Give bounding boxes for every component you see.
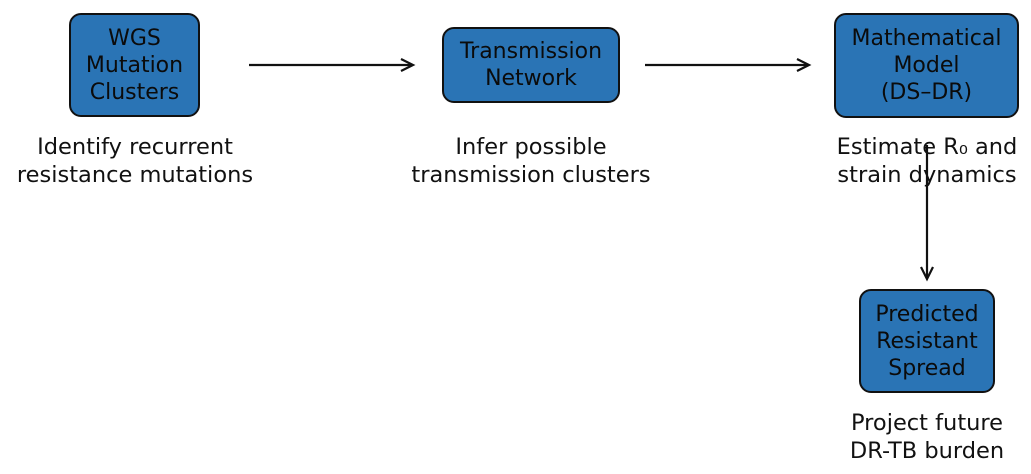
arrow-model-to-spread <box>920 145 934 282</box>
spread-caption: Project future DR-TB burden <box>849 410 1005 464</box>
model-box-label: Mathematical Model (DS–DR) <box>851 26 1002 105</box>
model-caption: Estimate R₀ and strain dynamics <box>836 134 1018 188</box>
wgs-caption: Identify recurrent resistance mutations <box>16 134 254 188</box>
transmission-network-box: Transmission Network <box>442 27 620 103</box>
predicted-resistant-spread-box: Predicted Resistant Spread <box>859 289 995 393</box>
wgs-mutation-clusters-box: WGS Mutation Clusters <box>69 13 200 117</box>
network-caption: Infer possible transmission clusters <box>411 134 651 188</box>
network-box-label: Transmission Network <box>459 39 603 91</box>
wgs-box-label: WGS Mutation Clusters <box>85 25 184 105</box>
arrow-wgs-to-network <box>249 58 416 72</box>
arrow-network-to-model <box>645 58 812 72</box>
mathematical-model-box: Mathematical Model (DS–DR) <box>834 13 1019 118</box>
spread-box-label: Predicted Resistant Spread <box>875 301 979 381</box>
